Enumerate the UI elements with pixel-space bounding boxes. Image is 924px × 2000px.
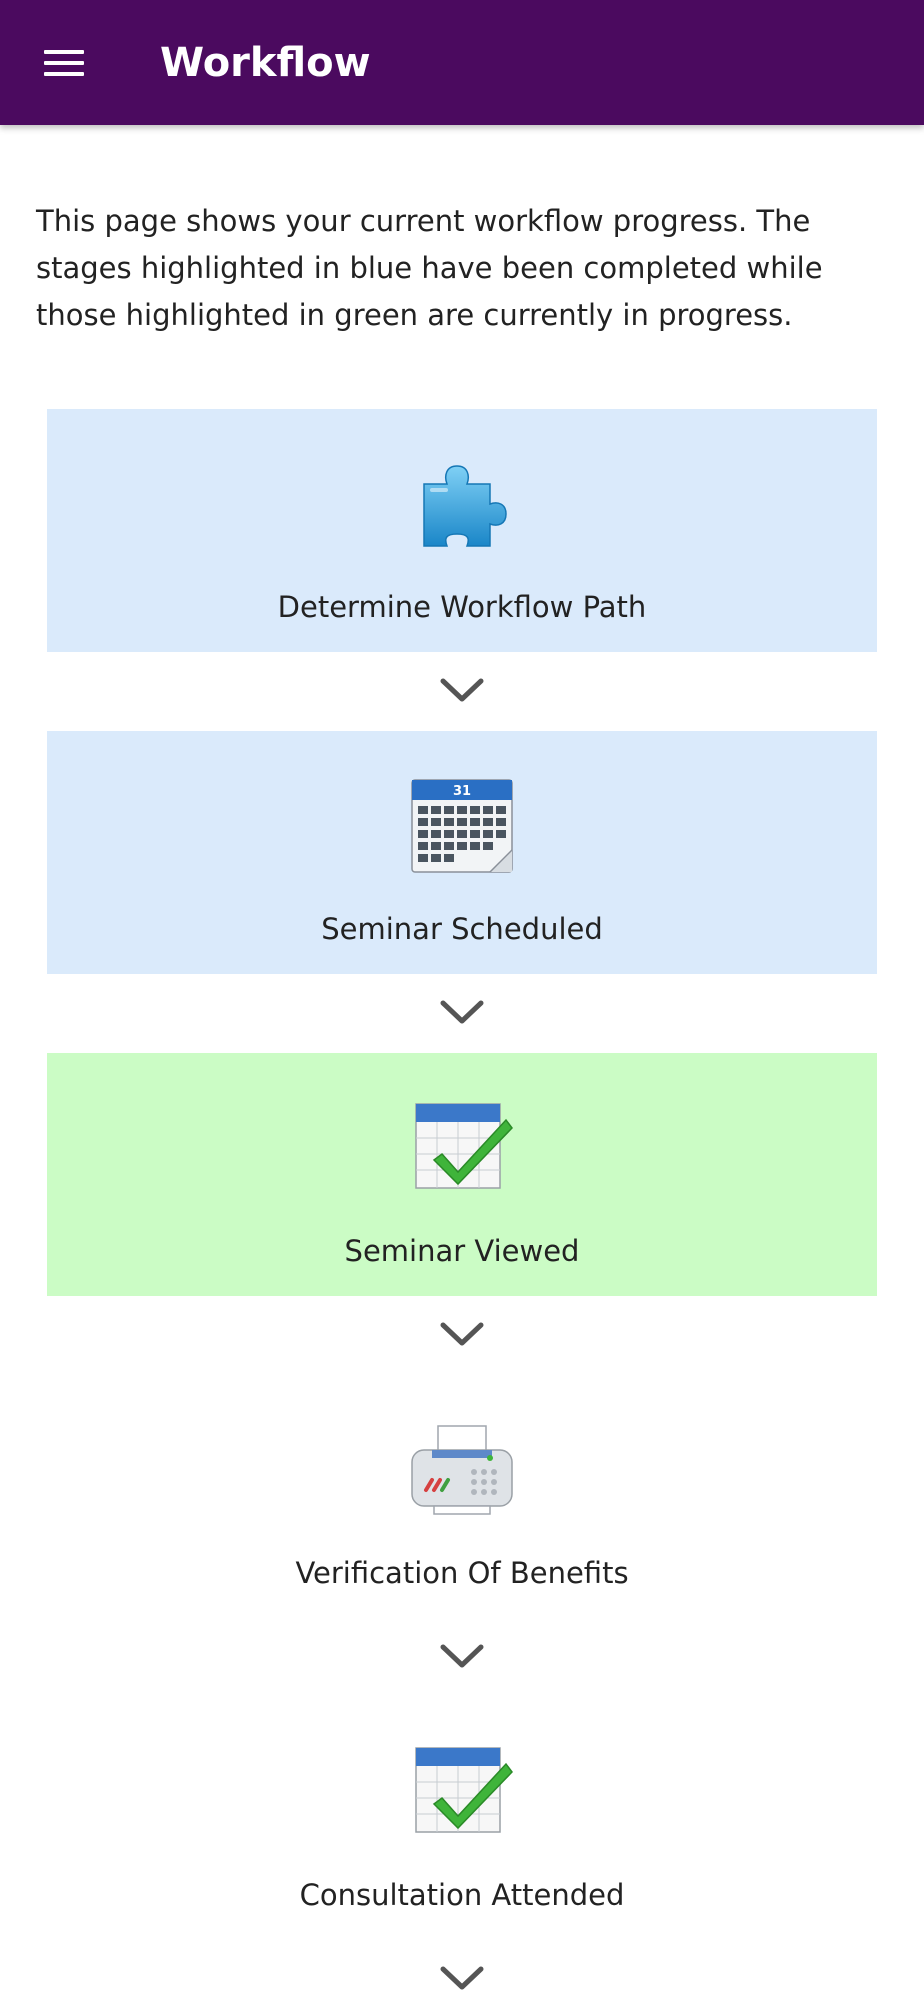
menu-line — [44, 72, 84, 76]
stage-label: Consultation Attended — [299, 1878, 625, 1912]
stage-label: Verification Of Benefits — [295, 1556, 629, 1590]
chevron-down-icon — [440, 1644, 484, 1668]
stage-label: Determine Workflow Path — [277, 590, 647, 624]
menu-line — [44, 61, 84, 65]
chevron-down-icon — [440, 1322, 484, 1346]
fax-machine-icon — [411, 1425, 513, 1515]
stage-verification-of-benefits[interactable]: Verification Of Benefits — [47, 1375, 877, 1618]
calendar-check-icon — [415, 1747, 513, 1833]
chevron-down-icon — [440, 1000, 484, 1024]
menu-line — [44, 50, 84, 54]
stage-seminar-viewed[interactable]: Seminar Viewed — [47, 1053, 877, 1296]
puzzle-piece-icon — [423, 465, 507, 547]
calendar-icon: 31 — [411, 779, 513, 873]
calendar-check-icon — [415, 1103, 513, 1189]
chevron-down-icon — [440, 1966, 484, 1990]
hamburger-menu-icon[interactable] — [44, 50, 84, 78]
page-title: Workflow — [160, 40, 371, 86]
stage-consultation-attended[interactable]: Consultation Attended — [47, 1697, 877, 1940]
stage-label: Seminar Viewed — [344, 1234, 580, 1268]
stage-determine-workflow-path[interactable]: Determine Workflow Path — [47, 409, 877, 652]
svg-text:31: 31 — [453, 784, 471, 799]
stage-label: Seminar Scheduled — [321, 912, 603, 946]
chevron-down-icon — [440, 678, 484, 702]
stage-seminar-scheduled[interactable]: 31 Seminar Scheduled — [47, 731, 877, 974]
app-bar: Workflow — [0, 0, 924, 125]
intro-text: This page shows your current workflow pr… — [36, 204, 823, 332]
